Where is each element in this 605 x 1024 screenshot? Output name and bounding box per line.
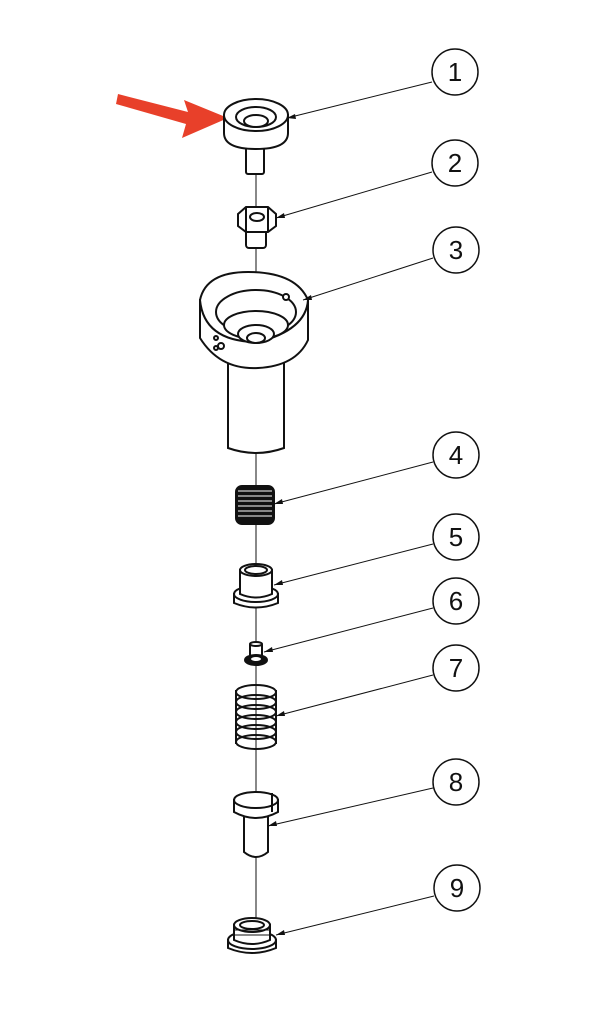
balloon-6: 6 [263,577,480,653]
part-4-small-spring [235,485,275,525]
balloon-7-number: 7 [449,653,463,683]
part-8-piston [233,791,279,858]
balloon-4: 4 [273,431,480,505]
part-9-threaded-fitting [227,917,277,954]
balloon-1-number: 1 [448,57,462,87]
balloon-4-number: 4 [449,440,463,470]
part-3-housing-flange [198,270,310,454]
balloon-7: 7 [275,644,480,717]
balloon-6-number: 6 [449,586,463,616]
balloon-2-number: 2 [448,148,462,178]
part-1-cap-bushing [223,98,289,175]
part-6-small-pin [244,641,268,666]
balloon-2: 2 [275,139,479,219]
part-7-large-spring [235,684,277,750]
balloon-9-number: 9 [450,873,464,903]
part-5-flanged-sleeve [233,563,279,609]
pointer-arrow [116,94,228,138]
part-2-hex-nut [237,206,277,249]
balloon-5: 5 [273,513,480,586]
balloon-8-number: 8 [449,767,463,797]
balloon-8: 8 [267,758,480,827]
balloon-1: 1 [286,48,479,119]
balloon-3-number: 3 [449,235,463,265]
balloon-3: 3 [302,226,480,301]
balloon-9: 9 [275,864,481,936]
balloon-5-number: 5 [449,522,463,552]
